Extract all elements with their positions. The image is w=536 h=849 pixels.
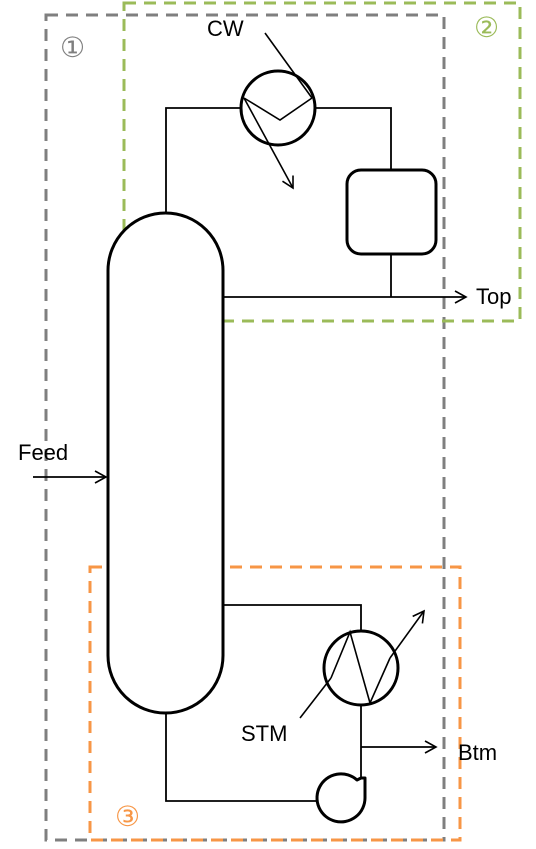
reboiler-vapor-return-line [223, 604, 362, 631]
condenser [239, 32, 317, 190]
cw-label: CW [207, 16, 244, 41]
feed-label: Feed [18, 440, 68, 465]
distillation-column [106, 211, 225, 715]
zone-2-marker: ② [474, 11, 499, 44]
overhead-vapor-line [165, 107, 240, 213]
zone-1-boundary [44, 13, 446, 842]
reflux-drum [345, 168, 438, 256]
top-label: Top [476, 284, 511, 309]
stm-label: STM [241, 721, 287, 746]
cw-outlet-arrow [243, 97, 294, 190]
column-bottom-line [165, 713, 316, 802]
zone-3-marker: ③ [115, 800, 140, 833]
condenser-to-drum-line [316, 107, 392, 170]
reboiler [299, 609, 425, 719]
stm-outlet-arrow [389, 609, 425, 659]
zone-2-boundary [122, 1, 522, 323]
bottoms-pump [315, 772, 367, 824]
btm-label: Btm [458, 740, 497, 765]
zone-3-boundary [88, 565, 462, 842]
zone-1-marker: ① [60, 31, 85, 64]
